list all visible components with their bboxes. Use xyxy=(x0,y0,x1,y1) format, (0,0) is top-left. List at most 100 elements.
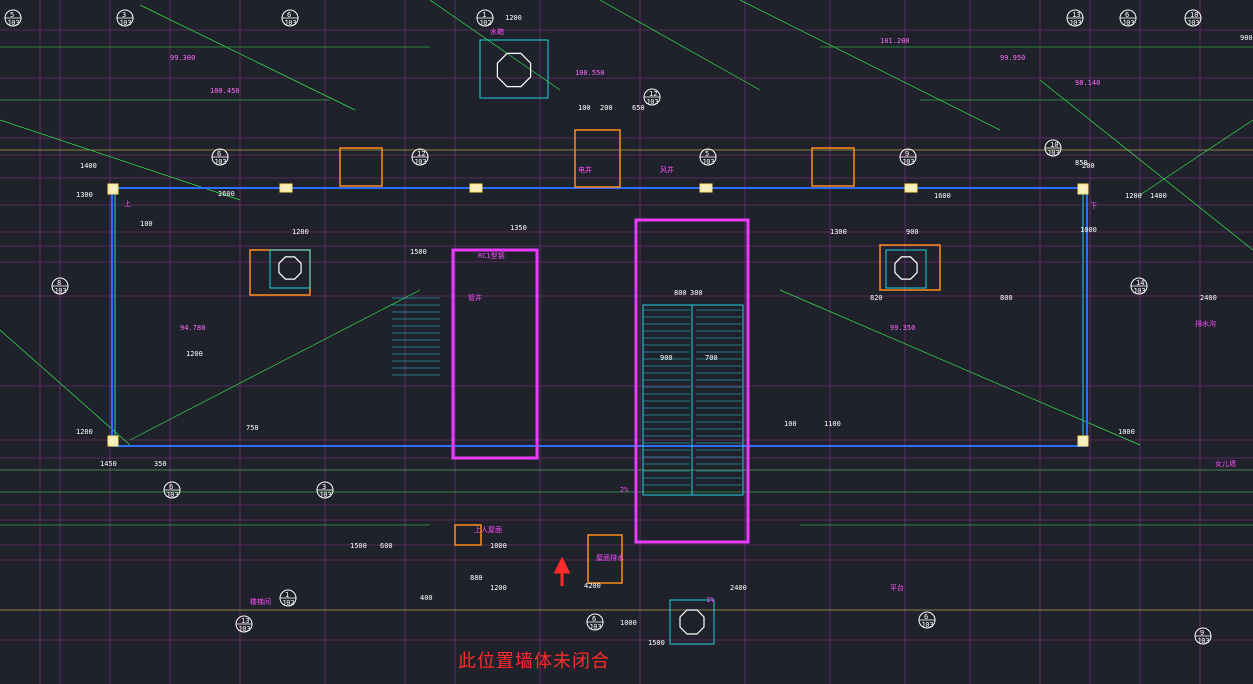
stairs xyxy=(392,297,744,496)
dimension-label: 1200 xyxy=(292,228,309,236)
detail-callouts: 3J036J031J0213J036J0310J036J0312J035J039… xyxy=(4,9,1212,645)
wall-column xyxy=(904,183,918,193)
room-labels: RC1型钢管井电井风井上人屋面屋面排水排水沟女儿墙楼梯间平台水箱1%2%上下 xyxy=(124,27,1236,606)
callout-number: 9 xyxy=(905,150,909,158)
level-label: 99.350 xyxy=(890,324,915,332)
dimension-label: 850 xyxy=(1075,159,1088,167)
callout-number: 9 xyxy=(1200,629,1204,637)
dimension-label: 1000 xyxy=(1080,226,1097,234)
dimension-label: 1600 xyxy=(934,192,951,200)
callout-number: 14 xyxy=(1136,279,1144,287)
dimension-label: 820 xyxy=(870,294,883,302)
red-arrow-icon xyxy=(553,556,571,586)
dimension-label: 1100 xyxy=(824,420,841,428)
dimension-label: 100 xyxy=(140,220,153,228)
callout-number: 10 xyxy=(1190,11,1198,19)
level-label: 100.550 xyxy=(575,69,605,77)
fan-icon xyxy=(496,52,532,88)
rooms xyxy=(249,129,941,584)
dimension-label: 1500 xyxy=(410,248,427,256)
stair-frame xyxy=(642,304,744,496)
slope-line xyxy=(129,289,421,441)
room-label: 平台 xyxy=(890,583,904,592)
dimension-label: 100 xyxy=(784,420,797,428)
shafts xyxy=(269,39,927,645)
room-label: 上人屋面 xyxy=(474,525,502,534)
dimension-label: 350 xyxy=(154,460,167,468)
callout-number: 13 xyxy=(1072,11,1080,19)
dimension-label: 800 xyxy=(1000,294,1013,302)
callout-sheet: J03 xyxy=(646,98,659,106)
dimension-label: 4200 xyxy=(584,582,601,590)
dimension-label: 2400 xyxy=(1200,294,1217,302)
callout-number: 6 xyxy=(1125,11,1129,19)
dimension-label: 1500 xyxy=(648,639,665,647)
slope-line xyxy=(0,329,131,446)
dimension-label: 1200 xyxy=(505,14,522,22)
wall-column xyxy=(469,183,483,193)
wall-column xyxy=(279,183,293,193)
callout-sheet: J03 xyxy=(54,287,67,295)
level-label: 101.200 xyxy=(880,37,910,45)
callout-sheet: J02 xyxy=(479,19,492,27)
callout-number: 6 xyxy=(169,483,173,491)
fan-icon xyxy=(679,609,705,635)
callout-number: 3 xyxy=(322,483,326,491)
callout-number: 6 xyxy=(287,11,291,19)
dimension-label: 1000 xyxy=(490,542,507,550)
callout-sheet: J03 xyxy=(7,19,20,27)
slope-line xyxy=(599,0,761,91)
room-label: 排水沟 xyxy=(1195,319,1216,328)
shaft-room xyxy=(811,147,855,187)
dimension-label: 1200 xyxy=(490,584,507,592)
room-label: 女儿墙 xyxy=(1215,459,1236,468)
room-label: 上 xyxy=(124,199,131,208)
callout-sheet: J03 xyxy=(1197,637,1210,645)
dimension-label: 700 xyxy=(705,354,718,362)
callout-number: 1 xyxy=(285,591,289,599)
callout-number: 1 xyxy=(482,11,486,19)
dimension-label: 900 xyxy=(660,354,673,362)
walls xyxy=(107,183,1089,447)
level-label: 94.780 xyxy=(180,324,205,332)
wall-column xyxy=(107,183,119,195)
dimension-label: 1000 xyxy=(620,619,637,627)
room-label: 下 xyxy=(1090,202,1097,210)
callout-number: 6 xyxy=(924,613,928,621)
callout-number: 5 xyxy=(705,150,709,158)
level-label: 99.950 xyxy=(1000,54,1025,62)
dimension-label: 1300 xyxy=(830,228,847,236)
callout-sheet: J03 xyxy=(1187,19,1200,27)
dimension-label: 200 xyxy=(600,104,613,112)
shaft-room xyxy=(587,534,623,584)
dimension-label: 600 xyxy=(380,542,393,550)
fan-icon xyxy=(278,256,302,280)
highlight-stair xyxy=(634,218,750,544)
room-label: 电井 xyxy=(578,165,592,174)
dimension-label: 1350 xyxy=(510,224,527,232)
shaft-room xyxy=(454,524,482,546)
dimension-label: 1200 xyxy=(186,350,203,358)
fan-box xyxy=(479,39,549,99)
callout-sheet: J03 xyxy=(1047,149,1060,157)
room-label: 风井 xyxy=(660,165,674,174)
dimension-label: 400 xyxy=(420,594,433,602)
dimension-label: 900 xyxy=(1240,34,1253,42)
room-label: 楼梯间 xyxy=(250,597,271,606)
callout-sheet: J03 xyxy=(414,158,427,166)
callout-number: 6 xyxy=(217,150,221,158)
equipment-pad xyxy=(879,244,941,291)
dimension-label: 1200 xyxy=(76,428,93,436)
annotation-note: 此位置墙体未闭合 xyxy=(458,651,610,672)
callout-sheet: J03 xyxy=(1122,19,1135,27)
callout-number: 12 xyxy=(649,90,657,98)
slope-line xyxy=(1039,79,1253,251)
level-label: 100.450 xyxy=(210,87,240,95)
level-labels: 99.300100.450101.20099.950100.55098.1409… xyxy=(170,37,1100,332)
shaft-room xyxy=(339,147,383,187)
dimension-label: 300 xyxy=(690,289,703,297)
wall-column xyxy=(699,183,713,193)
slope-line xyxy=(1139,119,1253,196)
